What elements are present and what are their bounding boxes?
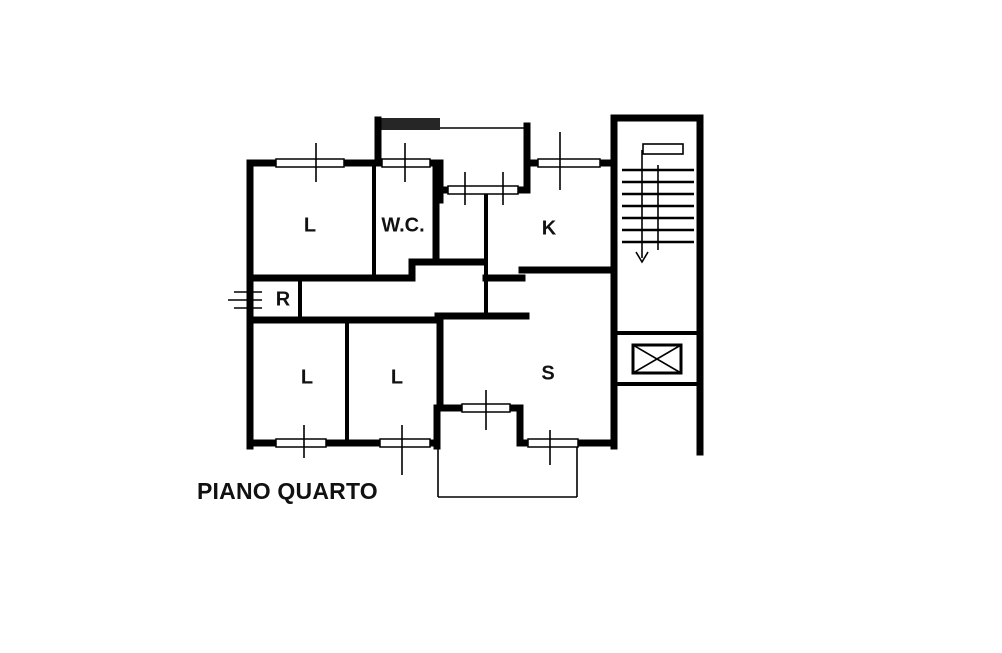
room-label-bedroom-2: L (300, 366, 314, 389)
stairwell (610, 114, 704, 456)
room-label-bedroom-3: L (390, 366, 404, 389)
windows (228, 132, 601, 475)
room-label-wc: W.C. (381, 214, 425, 237)
elevator-shaft (631, 343, 683, 375)
balconies (376, 118, 578, 498)
room-label-living: S (541, 362, 555, 385)
room-label-kitchen: K (541, 217, 557, 240)
room-label-bedroom-1: L (303, 214, 317, 237)
floor-title: PIANO QUARTO (197, 478, 378, 504)
room-label-storage: R (275, 288, 291, 311)
interior-walls (246, 163, 618, 443)
